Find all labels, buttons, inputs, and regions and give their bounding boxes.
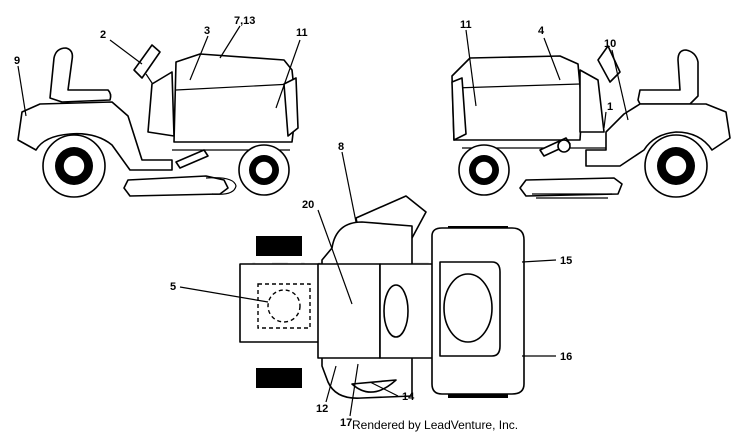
hood-line-right (453, 83, 581, 89)
callout-labels: 1 2 3 4 5 7,13 8 9 10 11 11 12 14 15 16 … (14, 15, 616, 429)
callout-1: 1 (607, 101, 613, 113)
callout-5: 5 (170, 281, 176, 293)
right-side-view (451, 45, 731, 199)
callout-8: 8 (338, 141, 344, 153)
fuel-cap-outline (267, 289, 301, 323)
steering-wheel-right (597, 45, 621, 83)
callout-10: 10 (604, 38, 616, 50)
seat-left (49, 47, 112, 103)
seat-right (637, 49, 699, 105)
mower-deck-right (519, 177, 623, 197)
callout-14: 14 (402, 391, 415, 403)
credit-text: Rendered by LeadVenture, Inc. (352, 418, 519, 432)
battery-outline (257, 283, 311, 329)
rear-fender-right (585, 103, 731, 167)
callout-17: 17 (340, 417, 352, 429)
front-wheel-hub-right (474, 160, 494, 180)
callout-7-13: 7,13 (234, 15, 255, 27)
rear-wheel-top-left (256, 236, 302, 256)
callout-15: 15 (560, 255, 572, 267)
hood-left (173, 53, 297, 143)
top-view (239, 195, 525, 399)
callout-2: 2 (100, 29, 106, 41)
callout-20: 20 (302, 199, 314, 211)
front-wheel-hub-left (254, 160, 274, 180)
steering-wheel-left (133, 44, 161, 79)
hood-ellipse-top (443, 273, 493, 343)
rear-fender-left (17, 101, 173, 171)
leader-lines (17, 25, 629, 417)
hood-right (451, 55, 583, 141)
mower-deck-left (123, 175, 229, 197)
deck-chute-left (205, 177, 237, 195)
grille-right (451, 77, 467, 141)
hood-line-left (175, 83, 293, 91)
callout-9: 9 (14, 55, 20, 67)
rear-wheel-hub-right (664, 154, 688, 178)
deck-bottom-bulge (351, 379, 397, 393)
callout-3: 3 (204, 25, 210, 37)
deck-skirt-right (532, 193, 612, 199)
callout-11-left: 11 (296, 27, 308, 39)
pedal-left (175, 149, 209, 169)
left-side-view (17, 44, 299, 198)
steering-top (383, 284, 409, 338)
seat-top (317, 263, 381, 359)
rear-wheel-top-right (256, 368, 302, 388)
callout-12: 12 (316, 403, 328, 415)
callout-4: 4 (538, 25, 545, 37)
rear-body-top (239, 263, 321, 343)
callout-11-right: 11 (460, 19, 472, 31)
rear-wheel-hub-left (62, 154, 86, 178)
callout-16: 16 (560, 351, 572, 363)
lever-knob-right (557, 139, 571, 153)
dash-right (579, 69, 605, 133)
dash-left (147, 71, 175, 137)
grille-left (283, 77, 299, 137)
